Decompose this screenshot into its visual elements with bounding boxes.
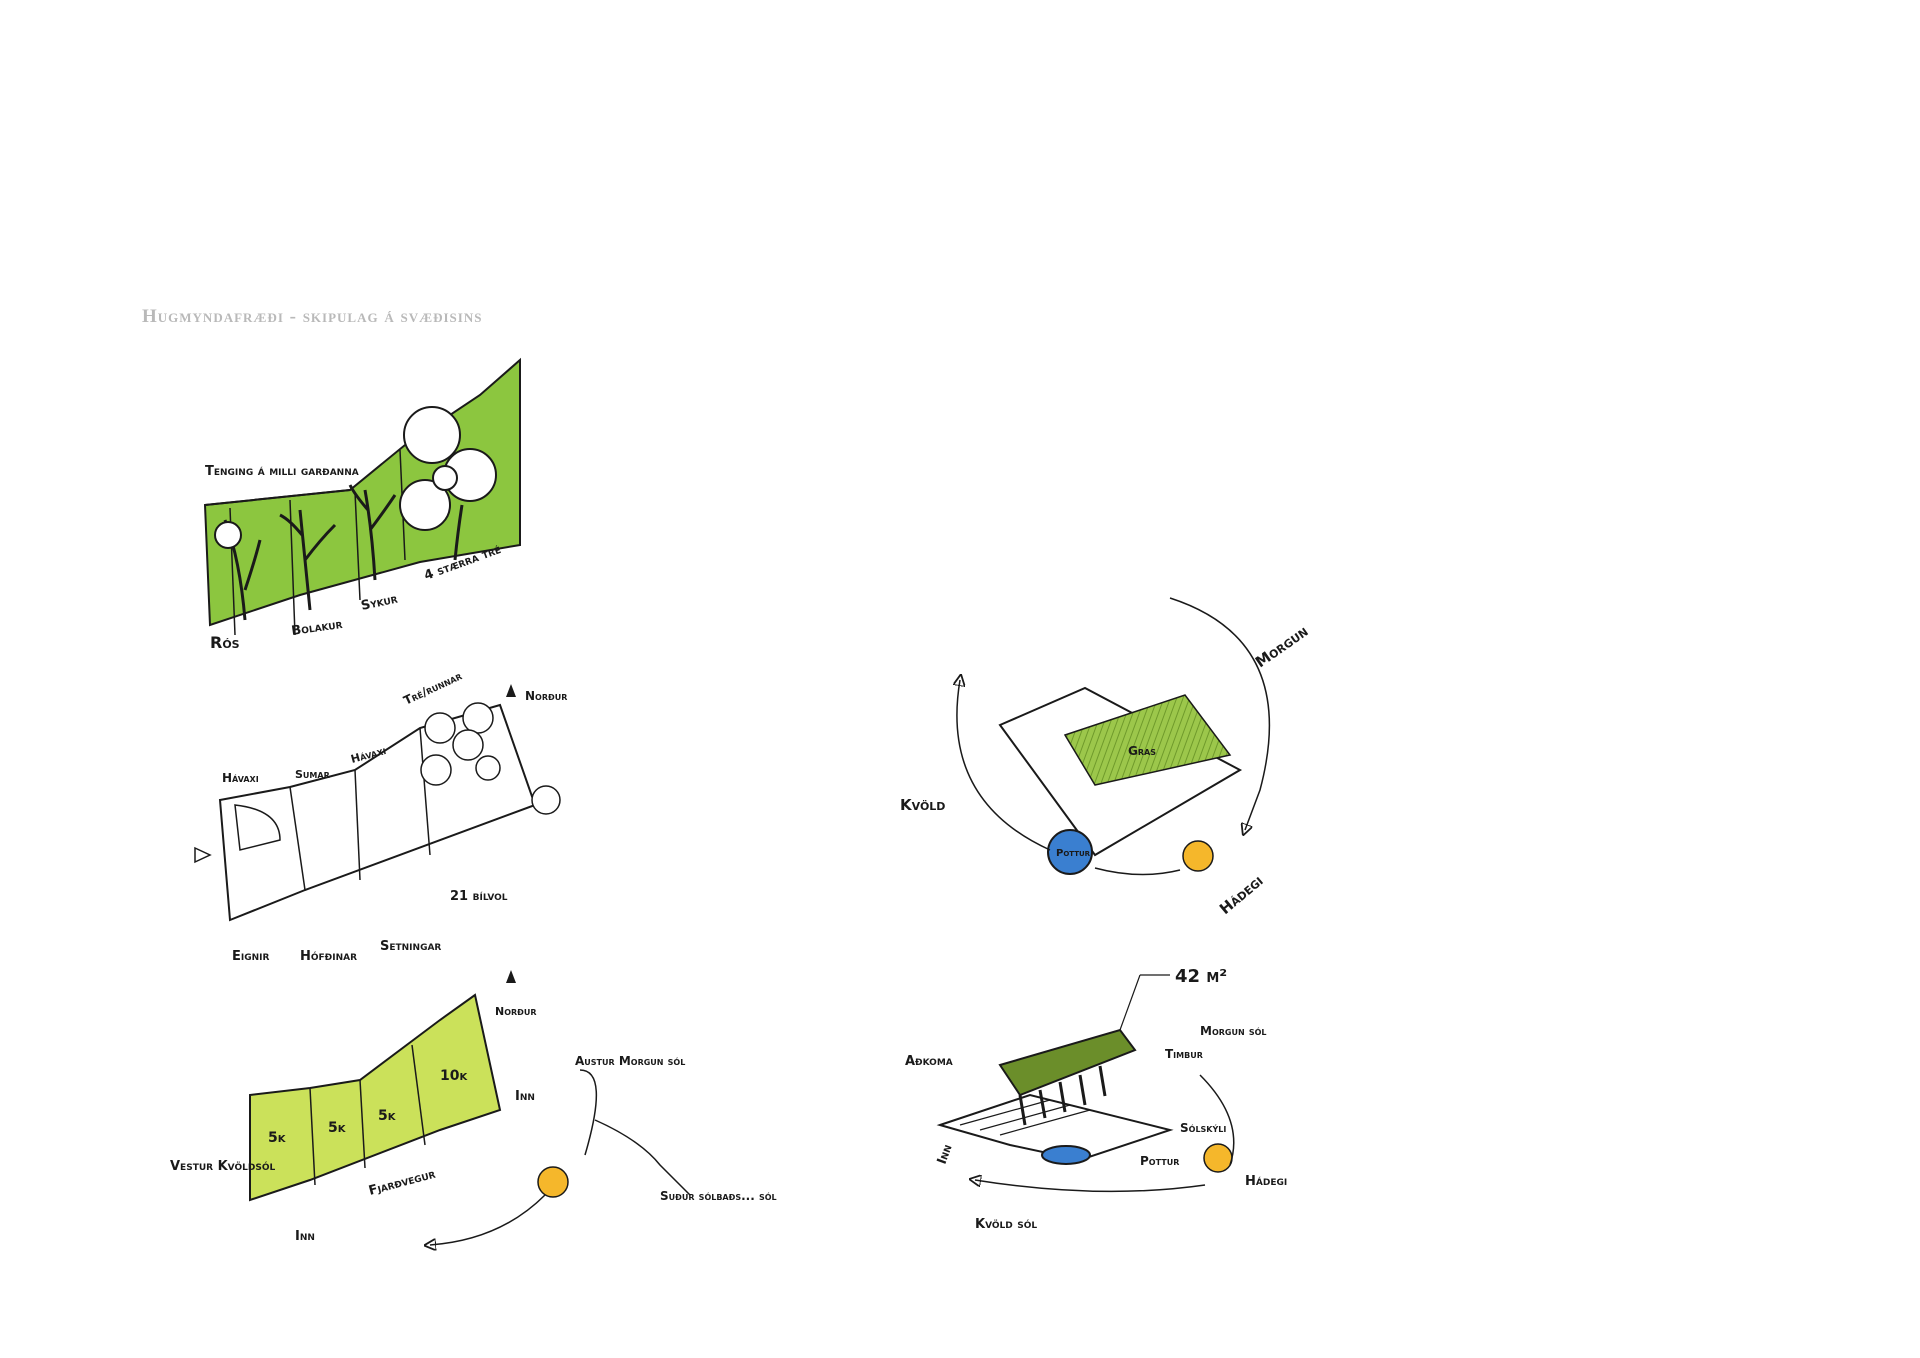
label-trerunnar: Tré/runnar [401, 669, 464, 708]
zone-label-1: 5k [268, 1130, 287, 1146]
label-havaxi-2: Hávaxi [349, 744, 387, 766]
label-hadegi-5: Hádegi [1245, 1174, 1287, 1189]
zone-label-2: 5k [328, 1120, 347, 1136]
label-hadegi-4: Hádegi [1216, 872, 1267, 918]
label-vestur: Vestur Kvöldsól [170, 1159, 275, 1174]
zone-label-3: 5k [378, 1108, 397, 1124]
label-inn-3: Inn [295, 1229, 315, 1244]
building-outline [998, 686, 1243, 857]
label-timbur: Timbur [1165, 1047, 1203, 1061]
sun-noon [1182, 840, 1214, 872]
label-hofdinar: Hófðinar [300, 949, 357, 964]
sketch-garden-elevation: Tenging á milli garðanna Rós Bolakur Syk… [203, 357, 521, 652]
sketch-zones: 5k 5k 5k 10k Norður Austur Morgun sól Su… [170, 970, 777, 1245]
sketch-orientation: Gras Pottur Morgun Kvöld Hádegi [900, 597, 1311, 918]
label-morgun-sol: Morgun sól [1200, 1024, 1267, 1038]
label-kvold-4: Kvöld [900, 796, 945, 814]
label-fjardvegur: Fjarðvegur [367, 1167, 437, 1199]
sketch-axonometric: 42 m² Morgun sól Timbur Aðkoma Sólskýli … [905, 966, 1287, 1232]
sun-axo [1203, 1143, 1233, 1173]
label-sumar: Sumar [295, 768, 330, 781]
grass-patch [1063, 694, 1232, 786]
sun-west [537, 1166, 569, 1198]
zone-label-4: 10k [440, 1068, 468, 1084]
label-pottur-5: Pottur [1140, 1154, 1179, 1168]
hot-tub [1047, 829, 1093, 875]
page-title: Hugmyndafræði - skipulag á svæðisins [142, 306, 483, 327]
label-tenging: Tenging á milli garðanna [205, 464, 359, 479]
label-austur: Austur Morgun sól [575, 1054, 685, 1068]
label-inn-5: Inn [935, 1143, 956, 1167]
label-nordur-3: Norður [495, 1005, 537, 1018]
label-nordur-2: Norður [525, 689, 567, 703]
deck-platform [936, 1093, 1174, 1162]
label-kvold-sol: Kvöld sól [975, 1217, 1037, 1232]
label-solskyli: Sólskýli [1180, 1121, 1226, 1135]
label-area: 42 m² [1175, 966, 1227, 987]
label-sykur: Sykur [360, 592, 399, 614]
label-morgun-4: Morgun [1252, 622, 1311, 671]
label-ros: Rós [210, 633, 240, 652]
label-bolakur: Bolakur [290, 617, 343, 639]
green-roof [998, 1028, 1137, 1097]
label-gras: Gras [1128, 744, 1156, 758]
label-adkoma: Aðkoma [905, 1054, 953, 1069]
sketch-garden-plan: Norður Tré/runnar Hávaxi Sumar Hávaxi 21… [194, 669, 567, 964]
label-pottur-4: Pottur [1056, 848, 1091, 859]
zone-fill [249, 993, 502, 1202]
garden-plan-outline [218, 703, 537, 922]
hot-tub-axo [1041, 1145, 1091, 1165]
label-bilvol: 21 bílvol [450, 889, 508, 904]
label-inn-3b: Inn [515, 1089, 535, 1104]
label-sudur: Suður sólbaðs... sól [660, 1189, 777, 1203]
label-havaxi: Hávaxi [222, 771, 259, 785]
label-setningar: Setningar [380, 939, 441, 954]
label-eignir: Eignir [232, 949, 269, 964]
